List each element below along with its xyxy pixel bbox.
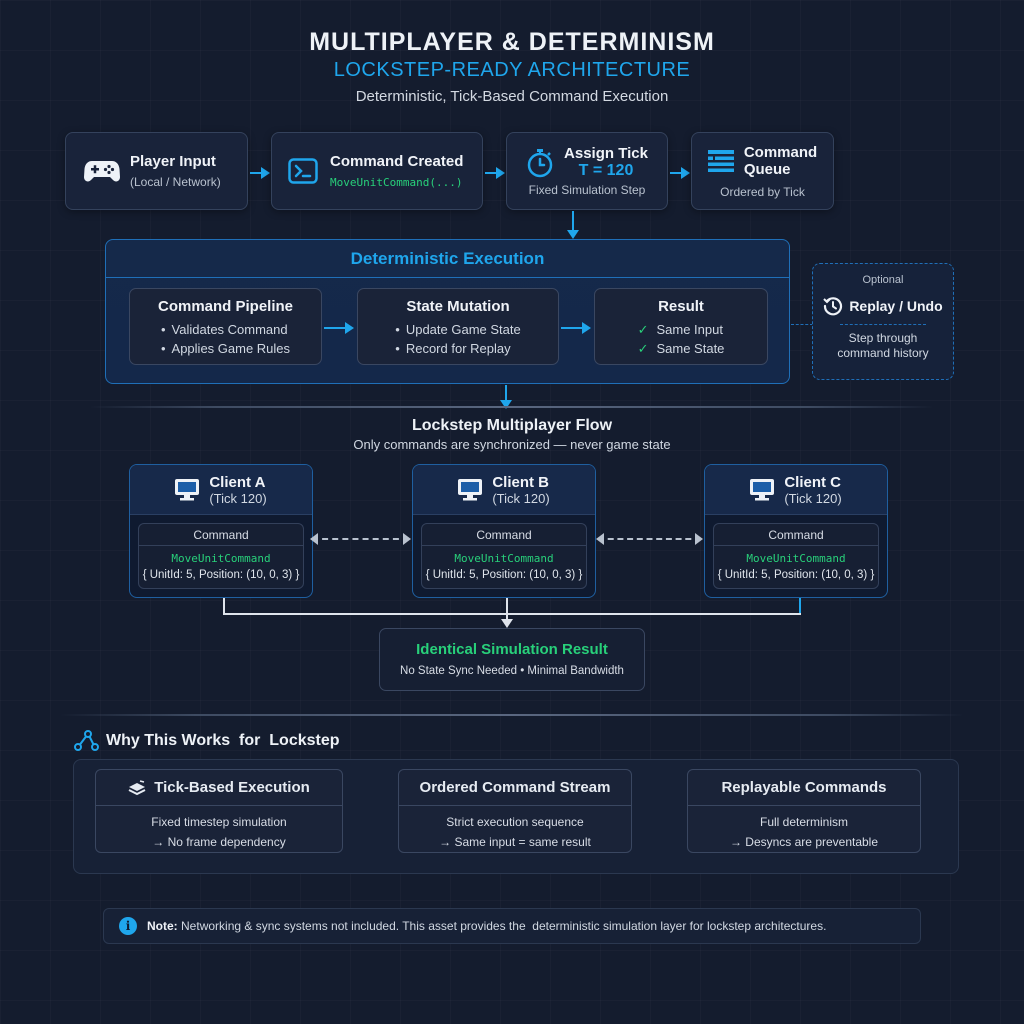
client-a-name: Client A [209, 473, 266, 491]
client-c-command: Command MoveUnitCommand { UnitId: 5, Pos… [713, 523, 879, 589]
player-input-card: Player Input (Local / Network) [65, 132, 248, 210]
stopwatch-icon [526, 148, 554, 178]
client-c-name: Client C [784, 473, 842, 491]
sync-arrow-a-b [310, 533, 411, 545]
check-icon: ✓ [637, 341, 649, 356]
note-text: Networking & sync systems not included. … [181, 919, 827, 933]
client-b-command: Command MoveUnitCommand { UnitId: 5, Pos… [421, 523, 587, 589]
result-card: Result ✓Same Input ✓Same State [594, 288, 768, 365]
monitor-icon [175, 478, 200, 501]
optional-label: Optional [862, 274, 904, 286]
identical-result-title: Identical Simulation Result [416, 641, 608, 658]
state-mutation-card: State Mutation •Update Game State •Recor… [357, 288, 559, 365]
monitor-icon [750, 478, 775, 501]
queue-list-icon [707, 149, 734, 173]
arrow-command-to-tick [485, 167, 505, 179]
list-item: •Record for Replay [395, 341, 511, 356]
command-queue-card: Command Queue Ordered by Tick [691, 132, 834, 210]
assign-tick-card: Assign Tick T = 120 Fixed Simulation Ste… [506, 132, 668, 210]
section-divider [60, 714, 964, 716]
identical-result-box: Identical Simulation Result No State Syn… [379, 628, 645, 691]
execution-title: Deterministic Execution [350, 248, 545, 268]
arrow-mutation-to-result [561, 322, 591, 334]
check-icon: ✓ [637, 322, 649, 337]
connector-line [799, 598, 801, 614]
note-banner: i Note: Networking & sync systems not in… [103, 908, 921, 944]
ordered-stream-card: Ordered Command Stream Strict execution … [398, 769, 632, 853]
arrow-execution-to-flow [500, 385, 512, 409]
monitor-icon [458, 478, 483, 501]
arrow-input-to-command [250, 167, 270, 179]
info-icon: i [119, 917, 137, 935]
arrow-pipeline-to-mutation [324, 322, 354, 334]
command-pipeline-card: Command Pipeline •Validates Command •App… [129, 288, 322, 365]
tick-based-card: Tick-Based Execution Fixed timestep simu… [95, 769, 343, 853]
history-icon [823, 296, 843, 316]
optional-connector [791, 324, 813, 325]
list-item: •Applies Game Rules [160, 341, 291, 356]
client-c-tick: (Tick 120) [784, 490, 842, 506]
connector-line [223, 598, 225, 614]
command-created-code: MoveUnitCommand(...) [330, 176, 463, 189]
list-item: •Validates Command [160, 322, 288, 337]
result-title: Result [658, 298, 704, 315]
command-queue-sub: Ordered by Tick [720, 184, 805, 199]
layers-icon [128, 779, 146, 796]
command-pipeline-title: Command Pipeline [157, 298, 294, 315]
command-created-card: Command Created MoveUnitCommand(...) [271, 132, 483, 210]
flow-title: Lockstep Multiplayer Flow [411, 417, 613, 434]
player-input-title: Player Input [130, 153, 216, 170]
assign-tick-sub: Fixed Simulation Step [528, 183, 646, 197]
client-a-card: Client A (Tick 120) Command MoveUnitComm… [129, 464, 313, 598]
flow-subtitle: Only commands are synchronized — never g… [353, 437, 671, 452]
state-mutation-title: State Mutation [406, 298, 510, 315]
command-created-title: Command Created [330, 153, 464, 170]
sync-arrow-b-c [596, 533, 703, 545]
assign-tick-title: Assign Tick [564, 145, 648, 162]
network-nodes-icon [74, 730, 100, 752]
list-item: •Update Game State [395, 322, 521, 337]
client-b-card: Client B (Tick 120) Command MoveUnitComm… [412, 464, 596, 598]
why-section-title: Why This Works for Lockstep [74, 730, 340, 752]
connector-line [223, 613, 801, 615]
list-item: ✓Same Input [637, 322, 723, 337]
replay-undo-title: Replay / Undo [849, 298, 943, 314]
replay-undo-card: Optional Replay / Undo Step through comm… [812, 263, 954, 380]
replay-desc-1: Step through [848, 331, 918, 345]
terminal-icon [288, 158, 318, 184]
command-queue-title-1: Command [743, 143, 818, 161]
page-title: MULTIPLAYER & DETERMINISM [309, 28, 715, 56]
client-b-tick: (Tick 120) [492, 490, 550, 506]
arrow-tick-to-queue [670, 167, 690, 179]
client-a-tick: (Tick 120) [209, 490, 267, 506]
player-input-sub: (Local / Network) [130, 175, 221, 189]
assign-tick-value: T = 120 [578, 162, 634, 179]
replayable-commands-card: Replayable Commands Full determinism → D… [687, 769, 921, 853]
gamepad-icon [84, 158, 120, 184]
replay-desc-2: command history [837, 346, 929, 360]
arrow-tick-to-execution [567, 211, 579, 239]
command-queue-title-2: Queue [743, 160, 791, 178]
identical-result-sub: No State Sync Needed • Minimal Bandwidth [400, 665, 624, 677]
deterministic-execution-panel: Deterministic Execution Command Pipeline… [105, 239, 790, 384]
client-b-name: Client B [492, 473, 550, 491]
page-tagline: Deterministic, Tick-Based Command Execut… [355, 88, 669, 105]
note-label: Note: [147, 919, 178, 933]
page-subtitle: LOCKSTEP-READY ARCHITECTURE [333, 59, 691, 81]
list-item: ✓Same State [637, 341, 725, 356]
client-a-command: Command MoveUnitCommand { UnitId: 5, Pos… [138, 523, 304, 589]
section-divider [90, 406, 934, 408]
arrow-to-result [501, 598, 513, 628]
client-c-card: Client C (Tick 120) Command MoveUnitComm… [704, 464, 888, 598]
